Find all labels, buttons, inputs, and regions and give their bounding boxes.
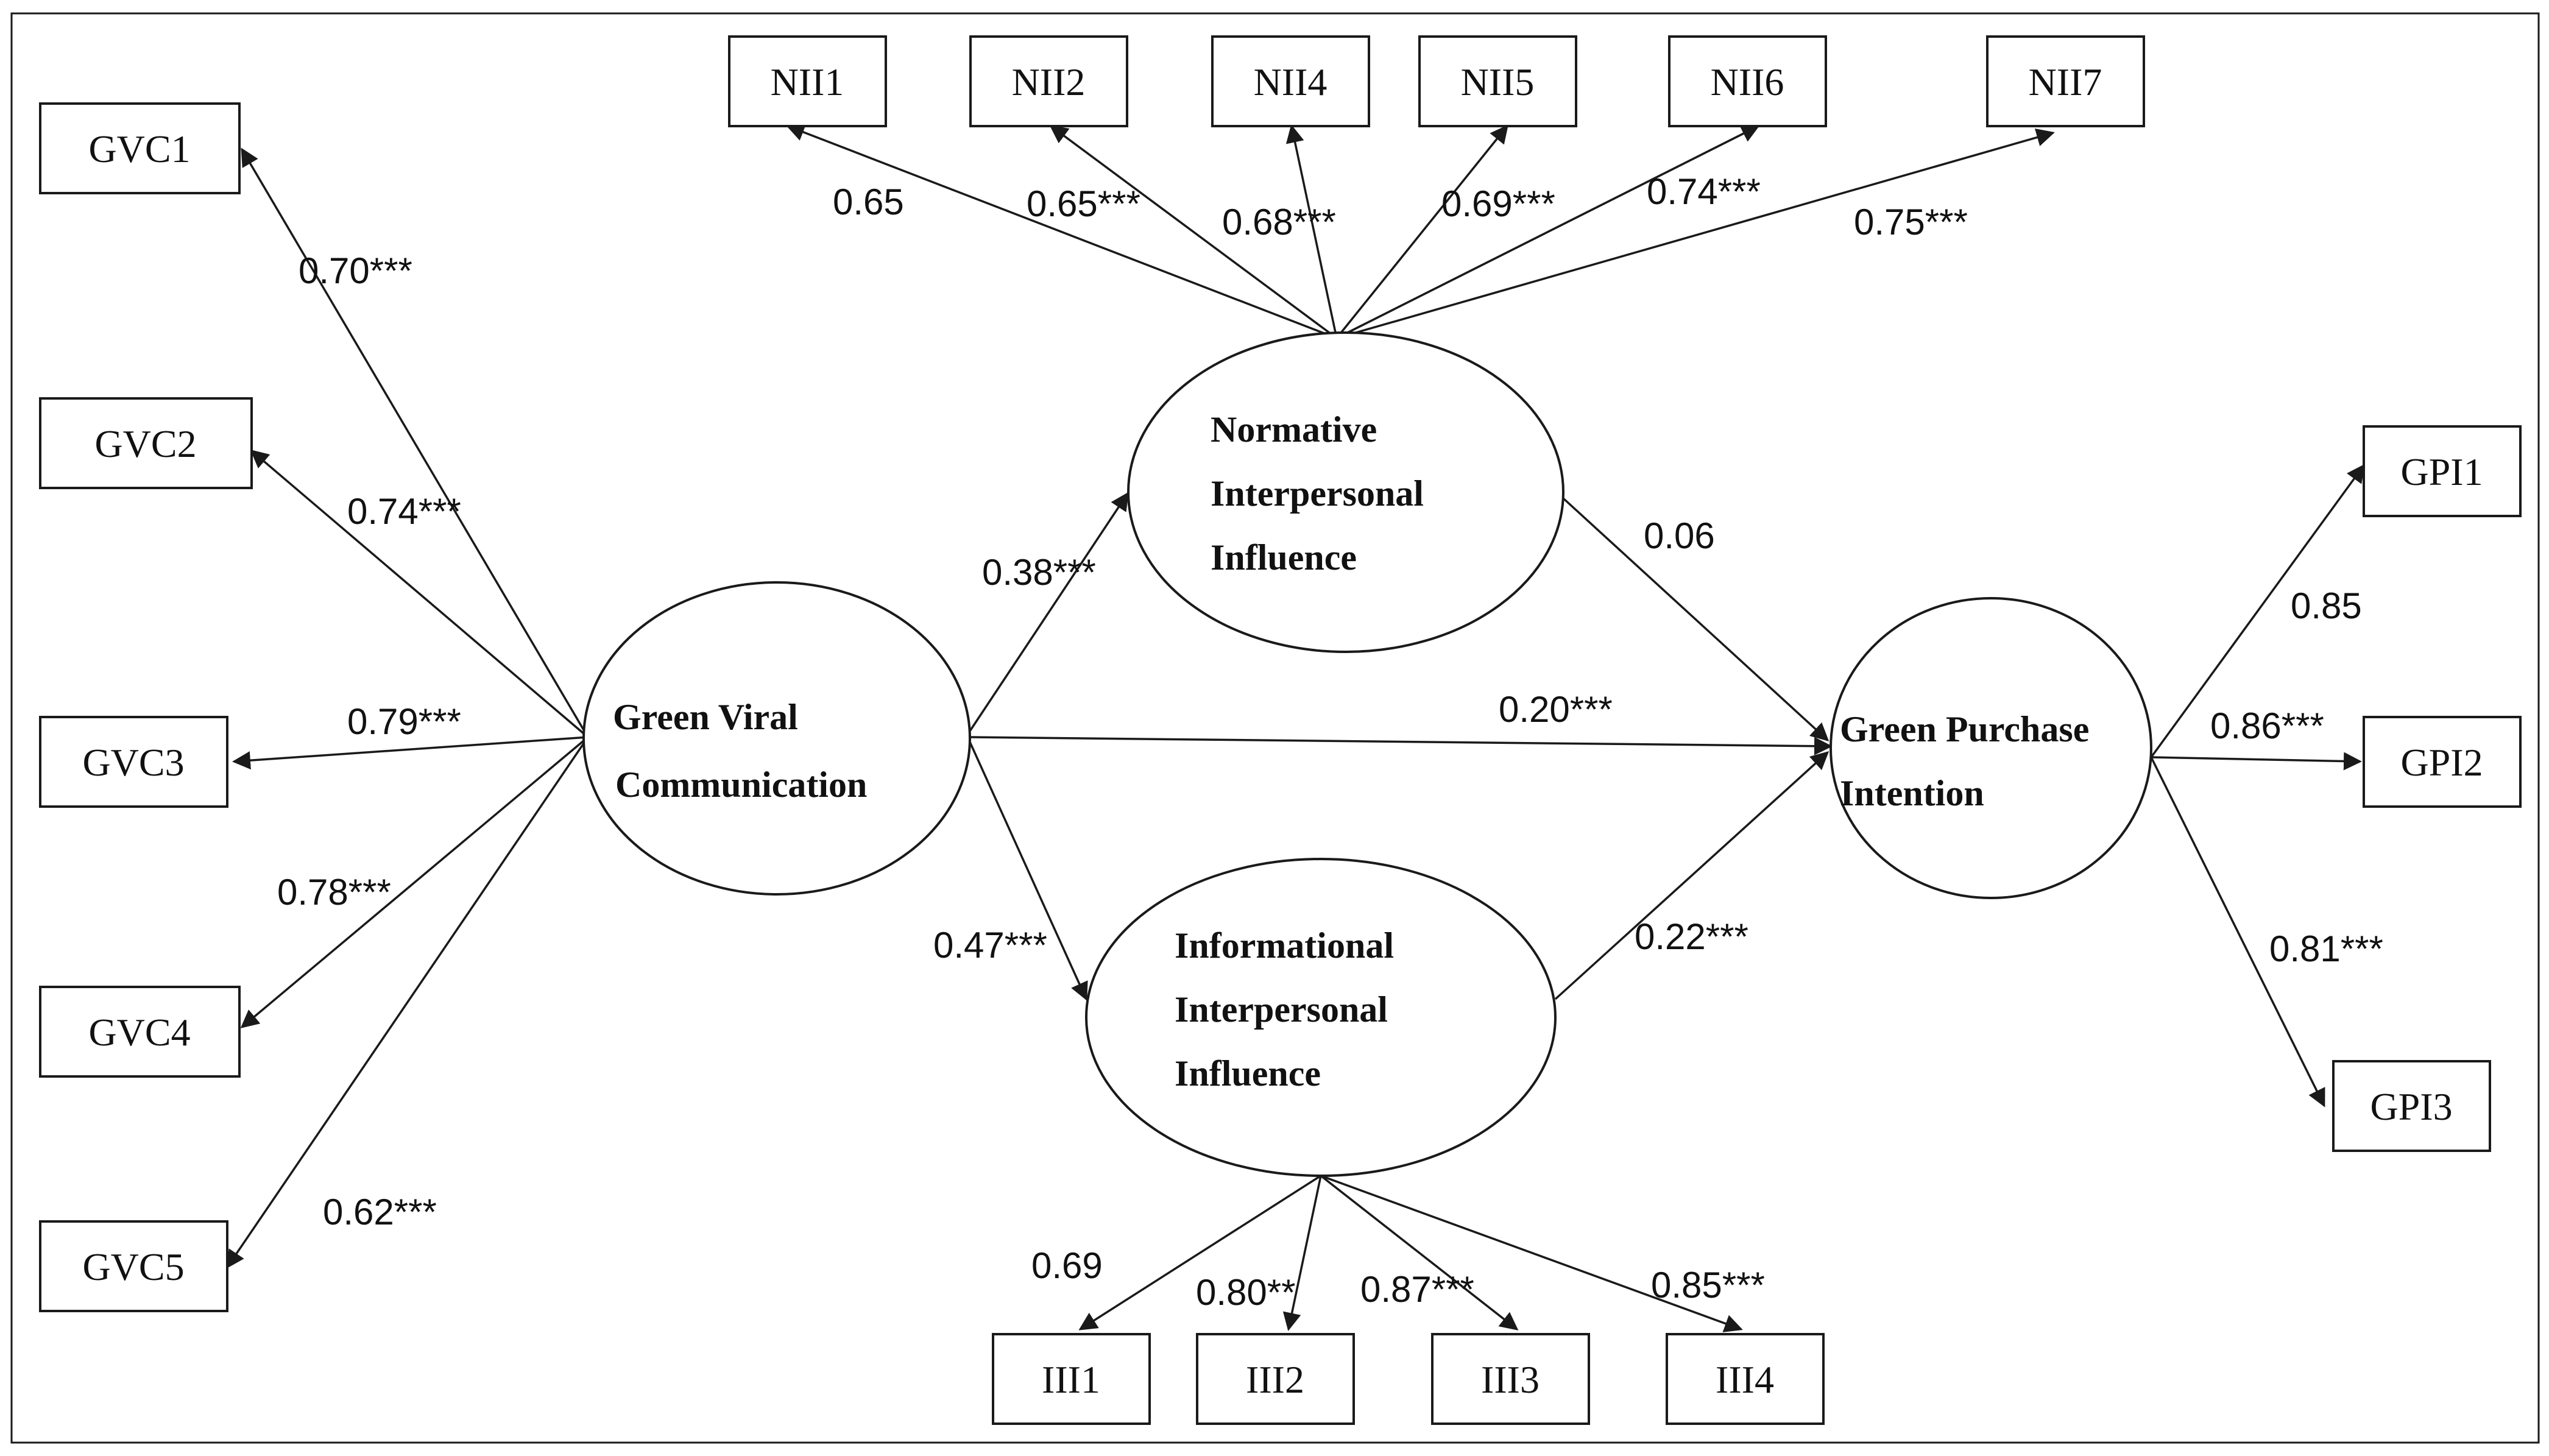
latent-gpi-label: Green Purchase Intention xyxy=(1840,709,2098,813)
loading-gpi3: 0.81*** xyxy=(2269,928,2383,969)
path-labels: 0.38*** 0.47*** 0.20*** 0.06 0.22*** xyxy=(933,515,1748,966)
latent-gvc-label: Green Viral Communication xyxy=(613,697,867,805)
edge-iii-gpi xyxy=(1554,751,1830,1000)
loading-gvc5: 0.62*** xyxy=(323,1192,437,1232)
iii-indicators: III1 III2 III3 III4 xyxy=(992,1333,1825,1425)
gvc-indicators: GVC1 GVC2 GVC3 GVC4 GVC5 xyxy=(39,102,253,1312)
indicator-gpi3: GPI3 xyxy=(2332,1060,2491,1152)
loading-iii3: 0.87*** xyxy=(1360,1269,1474,1310)
indicator-label: III2 xyxy=(1246,1358,1304,1401)
latent-gvc: Green Viral Communication xyxy=(582,581,971,896)
indicator-iii4: III4 xyxy=(1666,1333,1825,1425)
gpi-indicators: GPI1 GPI2 GPI3 xyxy=(2332,425,2522,1152)
indicator-gvc2: GVC2 xyxy=(39,397,253,489)
indicator-nii5: NII5 xyxy=(1418,35,1577,127)
indicator-nii6: NII6 xyxy=(1668,35,1827,127)
loading-nii7: 0.75*** xyxy=(1854,202,1968,242)
latent-nii-label: Normative Interpersonal Influence xyxy=(1211,409,1433,578)
indicator-label: NII2 xyxy=(1012,60,1086,104)
indicator-gvc1: GVC1 xyxy=(39,102,241,194)
loading-gvc4: 0.78*** xyxy=(277,872,391,913)
indicator-label: NII4 xyxy=(1254,60,1328,104)
loading-nii4: 0.68*** xyxy=(1222,202,1336,242)
path-gvc-gpi: 0.20*** xyxy=(1499,689,1613,730)
indicator-label: GVC1 xyxy=(88,127,190,171)
indicator-label: NII1 xyxy=(771,60,844,104)
edge-iii-iii1 xyxy=(1078,1175,1321,1331)
path-gvc-iii: 0.47*** xyxy=(933,925,1047,966)
loading-iii4: 0.85*** xyxy=(1651,1265,1765,1306)
nii-indicators: NII1 NII2 NII4 NII5 NII6 NII7 xyxy=(728,35,2145,127)
indicator-gvc5: GVC5 xyxy=(39,1220,228,1312)
latent-iii: Informational Interpersonal Influence xyxy=(1085,858,1557,1177)
indicator-label: GVC3 xyxy=(82,741,184,784)
edge-gvc-iii xyxy=(969,741,1088,1001)
edge-gvc-gpi xyxy=(969,736,1833,755)
loading-gpi2: 0.86*** xyxy=(2210,705,2324,746)
indicator-gvc4: GVC4 xyxy=(39,986,241,1078)
loading-nii6: 0.74*** xyxy=(1647,171,1761,212)
edge-gvc-gvc3 xyxy=(232,736,589,770)
indicator-nii1: NII1 xyxy=(728,35,887,127)
edge-gvc-gvc5 xyxy=(226,737,589,1269)
indicator-label: NII5 xyxy=(1461,60,1535,104)
edge-gvc-gvc1 xyxy=(241,147,589,738)
edge-nii-nii4 xyxy=(1285,124,1338,339)
indicator-label: III4 xyxy=(1716,1358,1774,1401)
outer-frame xyxy=(10,12,2540,1444)
loading-gvc3: 0.79*** xyxy=(347,701,461,742)
indicator-nii2: NII2 xyxy=(969,35,1128,127)
indicator-iii3: III3 xyxy=(1431,1333,1590,1425)
indicator-gpi1: GPI1 xyxy=(2363,425,2522,517)
indicator-nii7: NII7 xyxy=(1986,35,2145,127)
latent-iii-label: Informational Interpersonal Influence xyxy=(1175,925,1403,1094)
indicator-label: GVC5 xyxy=(82,1245,184,1288)
edge-nii-nii1 xyxy=(786,123,1337,339)
edge-nii-gpi xyxy=(1562,497,1830,742)
loading-nii2: 0.65*** xyxy=(1027,183,1140,224)
edge-nii-nii7 xyxy=(1336,129,2055,339)
edge-gvc-gvc2 xyxy=(250,450,589,738)
indicator-iii2: III2 xyxy=(1196,1333,1355,1425)
edge-nii-nii2 xyxy=(1049,125,1338,339)
latent-nii: Normative Interpersonal Influence xyxy=(1127,331,1564,653)
loading-gvc1: 0.70*** xyxy=(299,250,412,291)
path-iii-gpi: 0.22*** xyxy=(1635,916,1748,957)
edge-nii-nii6 xyxy=(1336,125,1760,339)
edge-iii-iii2 xyxy=(1282,1175,1322,1331)
indicator-label: NII7 xyxy=(2029,60,2102,104)
loading-gvc2: 0.74*** xyxy=(347,491,461,532)
edge-gpi-gpi1 xyxy=(2150,464,2365,758)
edge-gvc-nii xyxy=(969,492,1129,732)
edges xyxy=(226,123,2365,1332)
indicator-label: GPI3 xyxy=(2370,1085,2452,1128)
loading-nii1: 0.65 xyxy=(833,182,904,222)
indicator-label: GVC4 xyxy=(88,1011,190,1054)
loading-iii2: 0.80** xyxy=(1196,1272,1295,1313)
edge-gpi-gpi3 xyxy=(2150,757,2325,1108)
indicator-label: NII6 xyxy=(1711,60,1784,104)
edge-gpi-gpi2 xyxy=(2151,752,2362,771)
indicator-label: III3 xyxy=(1481,1358,1540,1401)
edge-gvc-gvc4 xyxy=(240,736,589,1028)
indicator-gpi2: GPI2 xyxy=(2363,716,2522,808)
indicator-label: GPI1 xyxy=(2400,450,2483,493)
loading-gpi1: 0.85 xyxy=(2291,585,2362,626)
path-nii-gpi: 0.06 xyxy=(1644,515,1715,556)
latent-gpi: Green Purchase Intention xyxy=(1830,597,2152,899)
edge-iii-iii4 xyxy=(1320,1175,1743,1332)
indicator-label: GVC2 xyxy=(94,422,196,465)
edge-iii-iii3 xyxy=(1320,1175,1519,1331)
indicator-label: III1 xyxy=(1042,1358,1100,1401)
edge-nii-nii5 xyxy=(1335,124,1508,339)
loading-iii1: 0.69 xyxy=(1031,1245,1103,1286)
indicator-label: GPI2 xyxy=(2400,741,2483,784)
indicator-nii4: NII4 xyxy=(1211,35,1370,127)
path-gvc-nii: 0.38*** xyxy=(982,552,1096,593)
indicator-iii1: III1 xyxy=(992,1333,1151,1425)
loading-nii5: 0.69*** xyxy=(1441,183,1555,224)
indicator-gvc3: GVC3 xyxy=(39,716,228,808)
loading-labels: 0.70*** 0.74*** 0.79*** 0.78*** 0.62*** … xyxy=(277,171,2383,1313)
